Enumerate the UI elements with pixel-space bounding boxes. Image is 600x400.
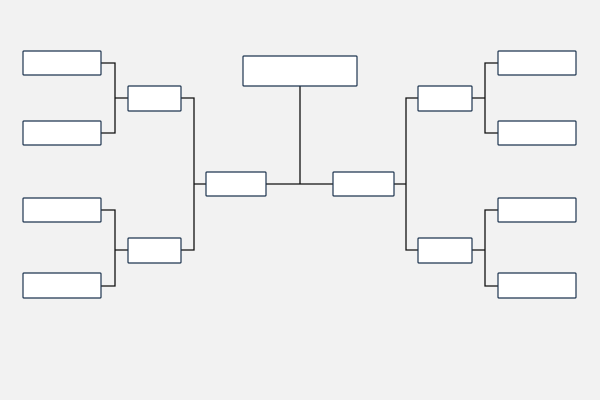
left-round1 bbox=[22, 50, 102, 299]
slot-right-semifinal[interactable] bbox=[332, 171, 395, 197]
right-round1 bbox=[497, 50, 577, 299]
slot-left-r1-4[interactable] bbox=[22, 272, 102, 299]
slot-left-r2-1[interactable] bbox=[127, 85, 182, 112]
connector-r1-top bbox=[472, 62, 498, 134]
slot-left-r1-1[interactable] bbox=[22, 50, 102, 76]
right-connectors bbox=[394, 62, 498, 287]
slot-final[interactable] bbox=[242, 55, 358, 87]
connector-l1-bottom bbox=[101, 209, 128, 287]
slot-right-r1-4[interactable] bbox=[497, 272, 577, 299]
connector-r1-bottom bbox=[472, 209, 498, 287]
connector-r2 bbox=[394, 97, 418, 251]
slot-left-r1-3[interactable] bbox=[22, 197, 102, 223]
slot-left-r1-2[interactable] bbox=[22, 120, 102, 146]
left-round2 bbox=[127, 85, 182, 264]
slot-right-r2-1[interactable] bbox=[417, 85, 473, 112]
slot-left-semifinal[interactable] bbox=[205, 171, 267, 197]
slot-right-r1-1[interactable] bbox=[497, 50, 577, 76]
connector-final bbox=[266, 86, 333, 185]
right-round2 bbox=[417, 85, 473, 264]
connector-l2 bbox=[181, 97, 206, 251]
slot-right-r1-2[interactable] bbox=[497, 120, 577, 146]
connector-l1-top bbox=[101, 62, 128, 134]
left-connectors bbox=[101, 62, 206, 287]
slot-left-r2-2[interactable] bbox=[127, 237, 182, 264]
slot-right-r2-2[interactable] bbox=[417, 237, 473, 264]
slot-right-r1-3[interactable] bbox=[497, 197, 577, 223]
